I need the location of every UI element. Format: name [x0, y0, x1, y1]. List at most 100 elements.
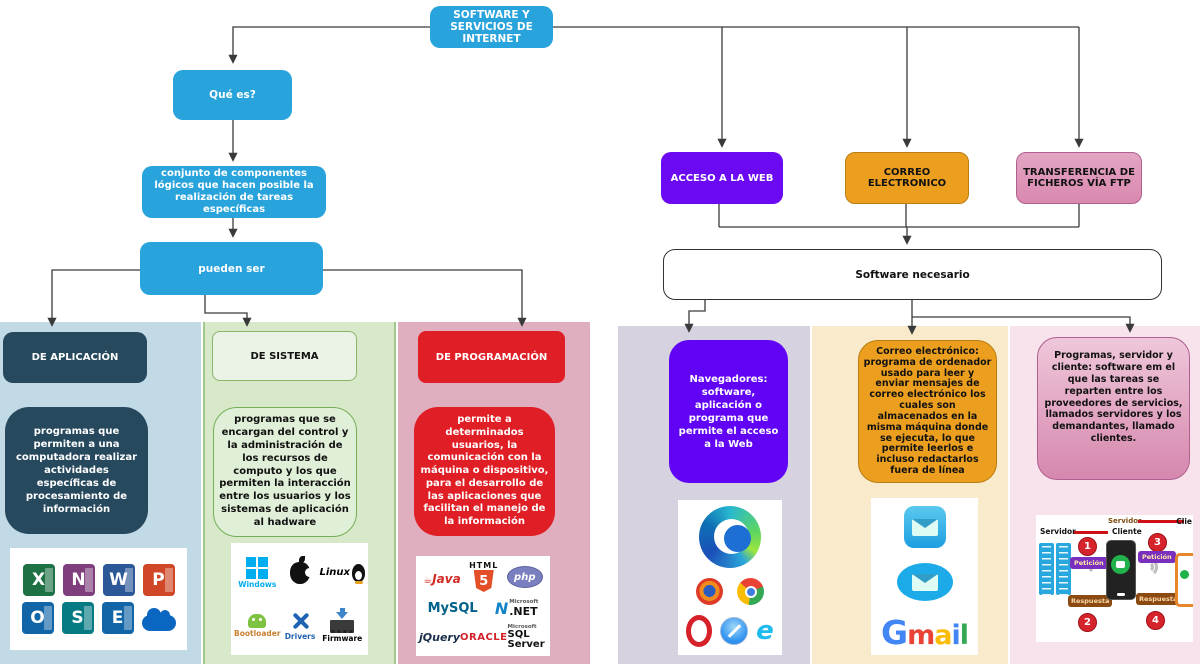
- envelope-icon2: [911, 573, 938, 591]
- microsoft-mini-label: Microsoft: [509, 599, 539, 605]
- step-2-badge: 2: [1078, 613, 1097, 632]
- envelope-icon: [911, 518, 938, 536]
- oracle-logo: ORACLE: [460, 631, 508, 643]
- gmail-wordmark: Gmail: [881, 613, 969, 652]
- smartphone-icon: [1106, 540, 1136, 600]
- cliente-partial-label: Clie: [1176, 517, 1192, 526]
- servidor-label: Servidor: [1040, 527, 1076, 536]
- linux-logo: Linux: [319, 563, 365, 584]
- de-sistema-description: programas que se encargan del control y …: [213, 407, 357, 537]
- drivers-logo: Drivers: [285, 611, 316, 641]
- email-image: Gmail: [871, 498, 978, 655]
- windows-label: Windows: [238, 579, 277, 589]
- excel-letter: X: [31, 570, 46, 590]
- windows-logo: Windows: [238, 556, 277, 589]
- software-necesario-node: Software necesario: [663, 249, 1162, 300]
- correo-description: Correo electrónico: programa de ordenado…: [858, 340, 997, 483]
- linux-penguin-icon: [352, 563, 365, 584]
- respuesta-badge-2: Respuesta: [1136, 593, 1181, 605]
- firmware-chip-icon: [330, 608, 355, 633]
- transferencia-ftp-node: TRANSFERENCIA DE FICHEROS VÍA FTP: [1016, 152, 1142, 204]
- root-node: SOFTWARE Y SERVICIOS DE INTERNET: [430, 6, 553, 48]
- respuesta-badge-1: Respuesta: [1068, 595, 1113, 607]
- html5-shield-icon: 5: [473, 570, 494, 592]
- mail-app-icon: [903, 506, 946, 548]
- sqlserver-logo: Microsoft SQL Server: [507, 623, 545, 650]
- windows-icon: [246, 556, 269, 579]
- peticion-badge-2: Petición: [1138, 551, 1176, 563]
- drivers-label: Drivers: [284, 631, 316, 641]
- outlook-icon: O: [21, 602, 54, 634]
- word-icon: W: [102, 564, 135, 596]
- firmware-label: Firmware: [322, 634, 363, 643]
- definicion-node: conjunto de componentes lógicos que hace…: [142, 166, 326, 218]
- linux-label: Linux: [319, 567, 351, 578]
- opera-icon: [686, 615, 713, 647]
- correo-electronico-node: CORREO ELECTRONICO: [845, 152, 969, 204]
- red-bar-left: [1074, 531, 1108, 534]
- apple-logo: [290, 555, 315, 584]
- office-suite-image: X N W P O S E: [10, 548, 187, 650]
- servidor-top-label: Servidor: [1108, 517, 1142, 525]
- de-aplicacion-description: programas que permiten a una computadora…: [5, 407, 148, 534]
- browsers-image: e: [678, 500, 782, 655]
- exchange-icon: E: [101, 602, 134, 634]
- que-es-node: Qué es?: [173, 70, 292, 120]
- sharepoint-icon: S: [61, 602, 94, 634]
- dotnet-n-icon: N: [494, 599, 509, 619]
- html5-logo: HTML 5: [469, 562, 498, 592]
- jquery-logo: jQuery: [419, 630, 461, 644]
- outlook-letter: O: [30, 608, 45, 628]
- onenote-icon: N: [62, 564, 95, 596]
- mysql-logo: MySQL: [427, 600, 478, 616]
- chrome-icon: [737, 578, 764, 605]
- cliente-servidor-description: Programas, servidor y cliente: software …: [1037, 337, 1190, 480]
- onedrive-icon: [141, 608, 176, 631]
- bootloader-label: Bootloader: [234, 628, 281, 638]
- excel-icon: X: [22, 564, 55, 596]
- edge-icon: [699, 506, 761, 568]
- de-programacion-description: permite a determinados usuarios, la comu…: [414, 407, 555, 536]
- red-bar-top: [1138, 520, 1184, 523]
- step-1-badge: 1: [1078, 537, 1097, 556]
- chat-app-icon: [1111, 555, 1130, 574]
- step-3-badge: 3: [1148, 533, 1167, 552]
- pueden-ser-node: pueden ser: [140, 242, 323, 295]
- sharepoint-letter: S: [71, 608, 84, 628]
- acceso-web-node: ACCESO A LA WEB: [661, 152, 783, 204]
- crossed-tools-icon: [290, 611, 310, 631]
- os-logos-image: Windows Linux Bootloader Drivers Firmwar…: [231, 543, 368, 655]
- step-4-badge: 4: [1146, 611, 1165, 630]
- peticion-badge-1: Petición: [1070, 557, 1108, 569]
- android-icon: [248, 613, 267, 628]
- wifi-signal-icon2: [1138, 557, 1158, 577]
- server-rack-icon: [1039, 543, 1071, 595]
- powerpoint-letter: P: [152, 570, 165, 590]
- java-cup-icon: ☕: [423, 574, 433, 586]
- firefox-icon: [696, 578, 723, 605]
- client-server-image: Servidor Clie Servidor Cliente 1 Petició…: [1036, 515, 1193, 642]
- bootloader-logo: Bootloader: [234, 613, 281, 638]
- html-label: HTML: [469, 561, 499, 570]
- navegadores-description: Navegadores: software, aplicación o prog…: [669, 340, 788, 483]
- word-letter: W: [109, 570, 128, 590]
- de-sistema-header: DE SISTEMA: [212, 331, 357, 381]
- onenote-letter: N: [71, 570, 86, 590]
- programming-logos-image: ☕Java HTML 5 php MySQL N Microsoft .NET …: [416, 556, 550, 656]
- safari-icon: [720, 617, 749, 645]
- de-aplicacion-header: DE APLICACIÓN: [3, 332, 147, 383]
- powerpoint-icon: P: [142, 564, 175, 596]
- cliente-label: Cliente: [1112, 527, 1142, 536]
- exchange-letter: E: [111, 608, 124, 628]
- internet-explorer-icon: e: [756, 616, 774, 646]
- smartphone-2-icon: [1175, 553, 1193, 607]
- dotnet-logo: N Microsoft .NET: [494, 599, 539, 619]
- java-logo: ☕Java: [423, 571, 461, 586]
- php-logo: php: [506, 566, 543, 588]
- firmware-logo: Firmware: [322, 608, 362, 643]
- de-programacion-header: DE PROGRAMACIÓN: [418, 331, 565, 383]
- microsoft-mini-label2: Microsoft: [507, 623, 537, 630]
- mail-ellipse-icon: [896, 563, 953, 601]
